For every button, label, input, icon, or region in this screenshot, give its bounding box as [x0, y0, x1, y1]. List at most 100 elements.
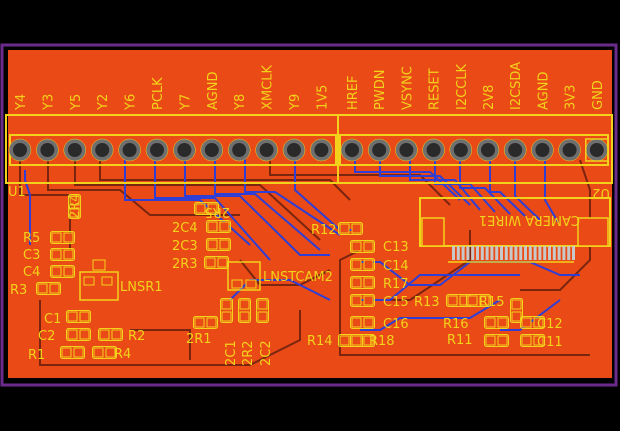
header-pad-i2cclk[interactable] [449, 138, 473, 162]
lnsr1-label: LNSR1 [120, 280, 163, 295]
header-pad-3v3[interactable] [558, 138, 581, 162]
c3-label: C3 [23, 248, 40, 263]
smd-pad-pair[interactable] [36, 282, 61, 295]
pin-label-y3: Y3 [41, 94, 56, 111]
header-pad-y4[interactable] [8, 138, 32, 162]
header-pad-y9[interactable] [282, 138, 306, 162]
smd-pad-pair[interactable] [350, 316, 375, 329]
connector-pin [533, 246, 537, 260]
connector-pin [456, 246, 460, 260]
pin-label-y4: Y4 [14, 94, 29, 111]
pin-label-gnd: GND [591, 80, 606, 110]
u1-label: U1 [8, 185, 26, 200]
connector-pin [452, 246, 455, 260]
smd-pad-pair[interactable] [204, 256, 229, 269]
connector-pin [528, 246, 532, 260]
r5-label: R5 [23, 231, 40, 246]
bottom-traces [19, 150, 591, 366]
smd-pad-pair[interactable] [206, 220, 231, 233]
smd-pad-pair[interactable] [484, 334, 509, 347]
camera-wire-connector[interactable]: CAMERA WIRE1 [419, 197, 611, 263]
smd-pad-pair[interactable] [484, 316, 509, 329]
smd-pad-pair[interactable] [238, 298, 251, 323]
camera-connector-tab-left [421, 217, 445, 247]
header-pad-agnd[interactable] [200, 138, 224, 162]
r13-label: R13 [414, 295, 440, 310]
board-outline [0, 43, 618, 387]
header-pad-y6[interactable] [118, 138, 141, 162]
smd-pad-pair[interactable] [256, 298, 269, 323]
header-pad-i2csda[interactable] [503, 138, 527, 162]
smd-pad-pair[interactable] [98, 328, 123, 341]
smd-pad-pair[interactable] [466, 294, 491, 307]
c11-label: C11 [537, 335, 563, 350]
smd-pad-pair[interactable] [350, 276, 375, 289]
smd-pad-pair[interactable] [520, 316, 545, 329]
smd-pad-pair[interactable] [350, 294, 375, 307]
header-pad-xmclk[interactable] [255, 138, 278, 162]
smd-pad-pair[interactable] [66, 310, 91, 323]
2r5-label: 2R5 [204, 204, 230, 219]
r11-label: R11 [447, 333, 473, 348]
lnsr1-footprint[interactable]: LNSR1 [79, 259, 163, 301]
pin-label-agnd: AGND [206, 72, 221, 110]
connector-pin [461, 246, 465, 260]
header-pad-2v8[interactable] [476, 138, 500, 162]
smd-pad-pair[interactable] [92, 346, 117, 359]
lnstcam2-pad [245, 279, 257, 289]
header-pad-reset[interactable] [422, 138, 445, 162]
u2-label: U2 [592, 185, 610, 200]
smd-pad-pair[interactable] [350, 334, 375, 347]
c15-label: C15 [383, 295, 409, 310]
smd-pad-pair[interactable] [50, 265, 75, 278]
connector-pin [466, 246, 470, 260]
header-pad-y5[interactable] [63, 138, 87, 162]
smd-pad-pair[interactable] [66, 328, 91, 341]
lnstcam2-footprint[interactable]: LNSTCAM2 [227, 261, 333, 291]
smd-pad-pair[interactable] [350, 258, 375, 271]
header-pad-gnd[interactable] [585, 138, 609, 162]
header-pad-y3[interactable] [36, 138, 59, 162]
header-pad-agnd[interactable] [531, 138, 554, 162]
connector-pin [504, 246, 508, 260]
header-pad-y7[interactable] [173, 138, 196, 162]
header-pad-pwdn[interactable] [367, 138, 391, 162]
header-pad-href[interactable] [340, 138, 364, 162]
smd-pad-pair[interactable] [206, 238, 231, 251]
connector-pin [514, 246, 518, 260]
smd-pad-pair[interactable] [220, 298, 233, 323]
connector-pin [538, 246, 542, 260]
header-pad-1v5[interactable] [310, 138, 333, 162]
connector-pin [490, 246, 494, 260]
smd-pad-pair[interactable] [50, 248, 75, 261]
smd-pad-pair[interactable] [338, 222, 363, 235]
lnstcam2-pad [231, 279, 243, 289]
header-pad-vsync[interactable] [395, 138, 418, 162]
2r3-label: 2R3 [172, 257, 198, 272]
connector-pin [509, 246, 513, 260]
smd-pad-pair[interactable] [350, 240, 375, 253]
camera-wire-label: CAMERA WIRE1 [479, 212, 580, 227]
header-pad-y8[interactable] [227, 138, 251, 162]
header-pad-y2[interactable] [90, 138, 114, 162]
smd-pad-pair[interactable] [193, 316, 218, 329]
smd-pad-pair[interactable] [60, 346, 85, 359]
pin-label-y8: Y8 [233, 94, 248, 111]
smd-pad-pair[interactable] [520, 334, 545, 347]
pin-label-y5: Y5 [69, 94, 84, 111]
pin-label-xmclk: XMCLK [261, 65, 276, 110]
smd-pad-pair[interactable] [194, 202, 219, 215]
2r2-label: 2R2 [241, 340, 256, 366]
smd-pad-pair[interactable] [68, 194, 81, 219]
header-pad-pclk[interactable] [145, 138, 169, 162]
passive-components [36, 194, 545, 359]
reference-designators: R5 C3 C4 R3 C1 C2 R1 R2 R4 2R4 2R5 2C4 2… [10, 193, 563, 366]
smd-pad-pair[interactable] [50, 231, 75, 244]
pin-label-pclk: PCLK [151, 77, 166, 110]
connector-pin [471, 246, 475, 260]
pin-label-y2: Y2 [96, 94, 111, 111]
